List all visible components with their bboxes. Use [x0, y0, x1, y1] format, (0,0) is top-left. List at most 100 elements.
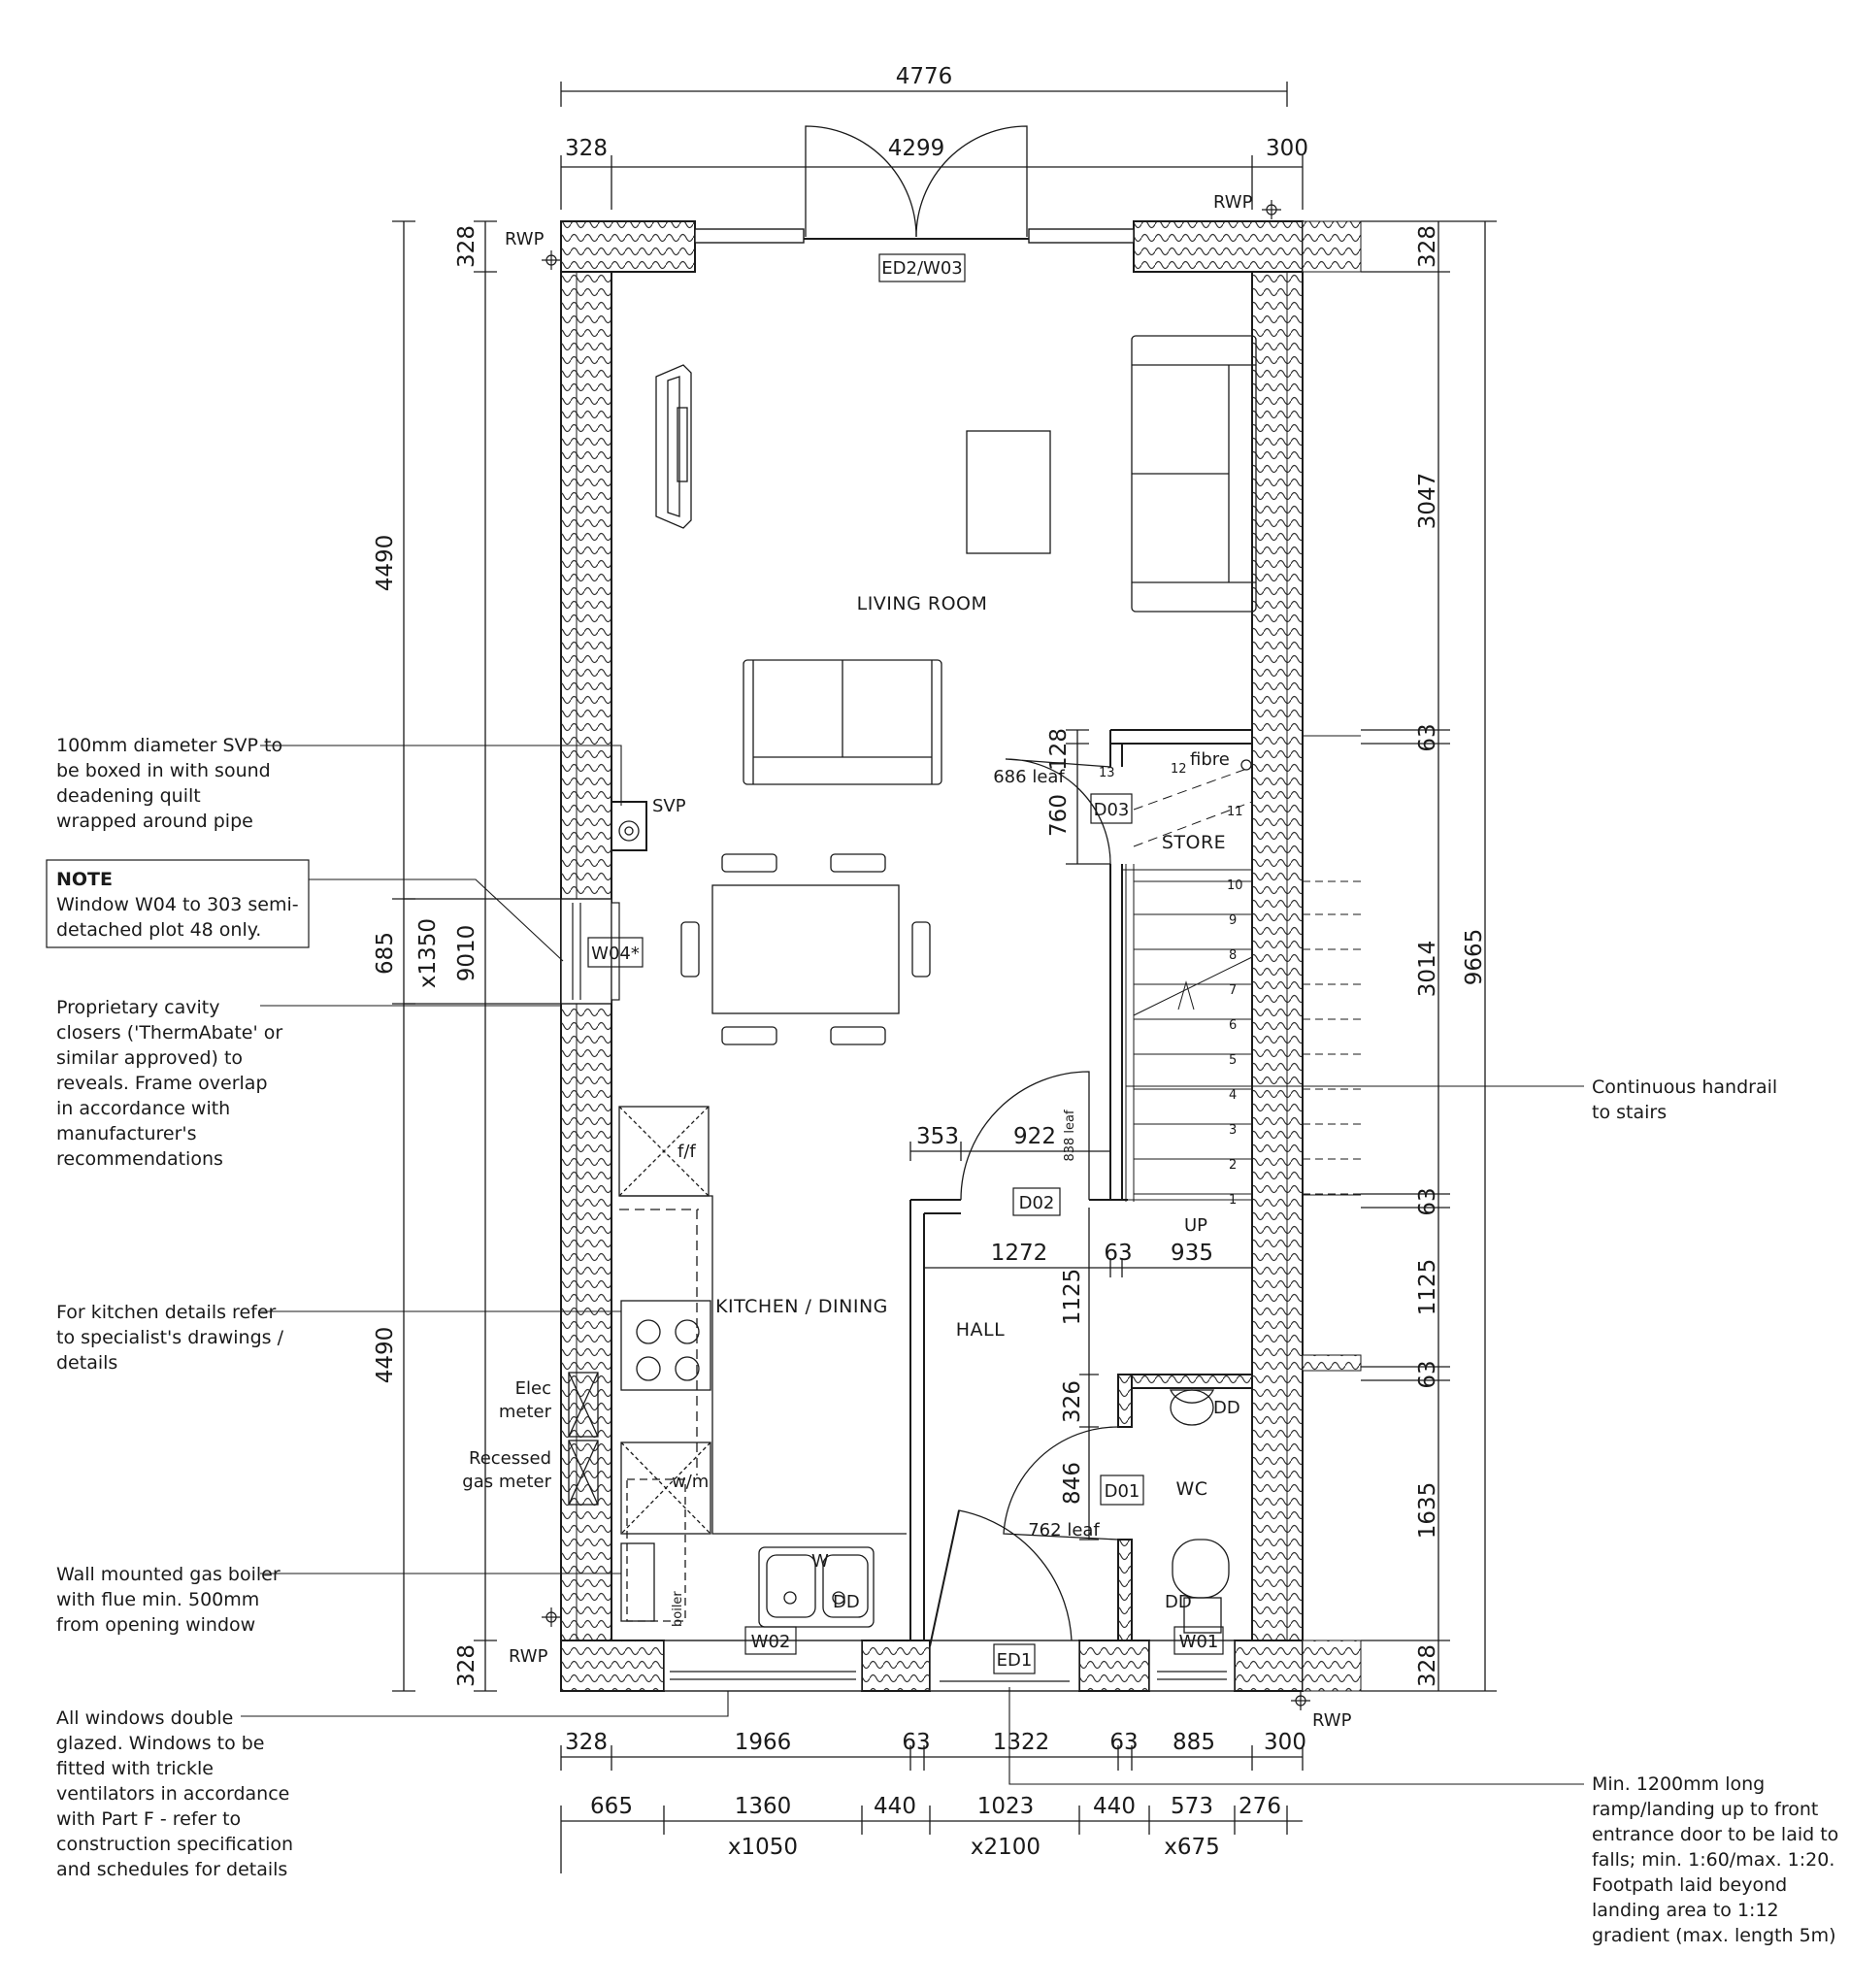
rwp-label: RWP: [509, 1646, 548, 1667]
misc-labels: RWP RWP RWP RWP SVP fibre UP DD DD DD f/…: [462, 192, 1351, 1731]
tag-w01: W01: [1179, 1632, 1219, 1652]
stairs: [1121, 766, 1361, 1202]
dim-right-63-c: 63: [1415, 1360, 1440, 1388]
dim-store-128: 128: [1046, 728, 1072, 771]
tag-d02: D02: [1019, 1193, 1055, 1213]
dim-bottom-3: x675: [1164, 1835, 1220, 1860]
note-ramp: ramp/landing up to front: [1592, 1799, 1818, 1820]
note-svp: 100mm diameter SVP to: [56, 735, 282, 756]
note-ramp: Min. 1200mm long: [1592, 1773, 1765, 1795]
note-cavity: recommendations: [56, 1148, 223, 1170]
note-cavity: Proprietary cavity: [56, 997, 219, 1018]
note-ramp: falls; min. 1:60/max. 1:20.: [1592, 1849, 1834, 1871]
dim-left-lower: 4490: [373, 1327, 398, 1384]
leader-lines: [241, 745, 1584, 1785]
rwp-label: RWP: [1213, 192, 1253, 213]
stair-number: 1: [1229, 1193, 1237, 1208]
note-windows: glazed. Windows to be: [56, 1733, 265, 1754]
dim-left-wall-top: 328: [565, 136, 608, 161]
room-labels: LIVING ROOM KITCHEN / DINING HALL STORE …: [715, 593, 1226, 1500]
dim-right-wall-lower: 328: [1415, 1644, 1440, 1687]
dim-store-leaf: 686 leaf: [993, 767, 1065, 787]
note-cavity: manufacturer's: [56, 1123, 197, 1144]
tag-w02: W02: [751, 1632, 791, 1652]
dim-bottom-1: 300: [1264, 1730, 1306, 1755]
room-living: LIVING ROOM: [857, 593, 988, 614]
stair-number: 2: [1229, 1158, 1237, 1173]
dim-window-side-b: x1350: [415, 918, 441, 988]
note-ramp: landing area to 1:12: [1592, 1900, 1779, 1921]
dd-label: DD: [833, 1592, 860, 1612]
stair-number: 3: [1229, 1123, 1237, 1138]
gas-meter-label: Recessed: [469, 1448, 551, 1469]
dim-bottom-3: x1050: [728, 1835, 798, 1860]
note-kitchen: For kitchen details refer: [56, 1302, 277, 1323]
ff-label: f/f: [677, 1142, 696, 1162]
note-window: detached plot 48 only.: [56, 919, 261, 941]
tag-d03: D03: [1094, 800, 1130, 820]
elec-meter-label: Elec: [515, 1378, 551, 1399]
dim-right-1125: 1125: [1415, 1259, 1440, 1316]
dim-right-3047: 3047: [1415, 473, 1440, 530]
dim-bottom-1: 63: [1109, 1730, 1138, 1755]
openings: [560, 125, 1236, 1692]
dim-right-top: 300: [1266, 136, 1308, 161]
stair-number: 6: [1229, 1018, 1237, 1033]
dim-bottom-2: 573: [1171, 1794, 1213, 1819]
stair-number: 11: [1227, 805, 1243, 819]
dim-hall-leaf: 838 leaf: [1063, 1110, 1077, 1162]
room-store: STORE: [1162, 832, 1226, 853]
note-window-title: NOTE: [56, 869, 113, 890]
note-boiler: from opening window: [56, 1614, 255, 1636]
stair-number: 12: [1171, 762, 1187, 777]
dim-bottom-2: 440: [1093, 1794, 1136, 1819]
dim-bottom-1: 328: [565, 1730, 608, 1755]
furniture: [568, 335, 1257, 1634]
note-windows: with Part F - refer to: [56, 1808, 241, 1830]
up-label: UP: [1184, 1215, 1207, 1236]
w-label: W: [811, 1551, 829, 1572]
tag-ed2: ED2/W03: [881, 258, 962, 279]
gas-meter-label: gas meter: [462, 1472, 551, 1492]
stair-number: 9: [1229, 913, 1237, 928]
dim-right-1635: 1635: [1415, 1482, 1440, 1540]
dim-left-upper: 4490: [373, 535, 398, 592]
note-svp: be boxed in with sound: [56, 760, 271, 781]
annotation-notes: 100mm diameter SVP to be boxed in with s…: [56, 735, 1838, 1946]
dim-hall-1125: 1125: [1060, 1269, 1085, 1326]
stair-number: 7: [1229, 983, 1237, 998]
room-hall: HALL: [956, 1319, 1005, 1341]
note-windows: All windows double: [56, 1707, 233, 1729]
dim-hall-1272: 1272: [991, 1241, 1048, 1266]
door-swings: [929, 758, 1119, 1647]
dim-wc-leaf: 762 leaf: [1028, 1520, 1100, 1541]
note-cavity: in accordance with: [56, 1098, 230, 1119]
internal-walls: [611, 729, 1253, 1641]
dimension-lines: [392, 82, 1497, 1873]
note-svp: wrapped around pipe: [56, 811, 253, 832]
dim-hall-63: 63: [1104, 1241, 1132, 1266]
dim-left-wall-upper: 328: [454, 225, 479, 268]
rwp-label: RWP: [505, 229, 545, 249]
note-cavity: closers ('ThermAbate' or: [56, 1022, 282, 1044]
dim-bottom-1: 1322: [993, 1730, 1050, 1755]
note-windows: ventilators in accordance: [56, 1783, 289, 1805]
dimension-texts: 4776 4299 328 300 4490 4490 685 x1350 90…: [373, 64, 1487, 1860]
dim-bottom-1: 1966: [735, 1730, 792, 1755]
tag-w04: W04*: [591, 944, 640, 964]
rwp-markers: [542, 200, 1310, 1710]
stair-number: 5: [1229, 1053, 1237, 1068]
room-wc: WC: [1175, 1478, 1207, 1500]
note-kitchen: to specialist's drawings /: [56, 1327, 284, 1348]
note-cavity: reveals. Frame overlap: [56, 1073, 268, 1094]
note-handrail: Continuous handrail: [1592, 1077, 1777, 1098]
room-kitchen: KITCHEN / DINING: [715, 1296, 888, 1317]
dim-right-63-b: 63: [1415, 1187, 1440, 1215]
dim-right-wall-upper: 328: [1415, 225, 1440, 268]
dim-bottom-2: 276: [1239, 1794, 1281, 1819]
note-boiler: with flue min. 500mm: [56, 1589, 259, 1610]
dim-hall-935: 935: [1171, 1241, 1213, 1266]
dim-bottom-2: 665: [590, 1794, 633, 1819]
note-ramp: entrance door to be laid to: [1592, 1824, 1838, 1845]
